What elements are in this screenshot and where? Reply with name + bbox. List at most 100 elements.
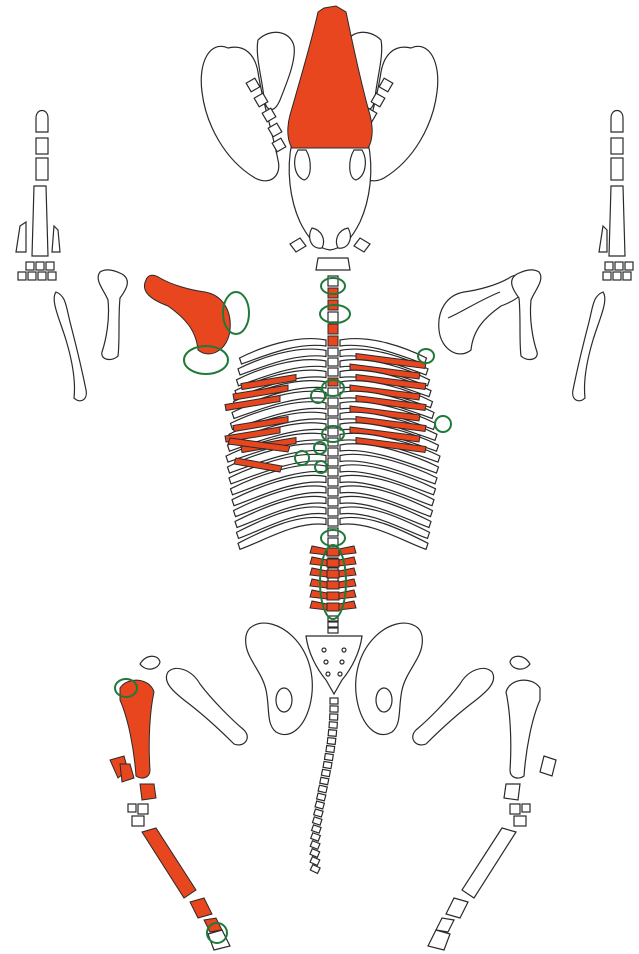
caudal-vertebra xyxy=(328,730,336,737)
tarsal-right-4 xyxy=(514,816,526,826)
obturator-right xyxy=(376,688,392,712)
caudal-vertebra xyxy=(311,833,321,841)
caudal-vertebra xyxy=(330,706,338,712)
humerus-left xyxy=(98,270,127,360)
forelimb-left xyxy=(16,111,230,401)
lumbar-process-left xyxy=(310,557,327,566)
caudal-vertebra xyxy=(312,817,321,825)
caudal-vertebra xyxy=(325,753,334,760)
phalanx-left-1 xyxy=(36,158,48,180)
tarsal-left-3 xyxy=(138,804,148,814)
lumbar-process-right xyxy=(339,590,356,599)
vertebra xyxy=(328,324,338,334)
radius-ulna-left xyxy=(54,292,86,401)
skull-group xyxy=(201,6,438,252)
scapula-right xyxy=(439,275,525,354)
lumbar-vertebra xyxy=(327,592,339,600)
vertebra xyxy=(328,488,338,496)
femur-right-alt xyxy=(413,668,494,744)
metacarpal-right-splint xyxy=(599,226,607,252)
vertebra xyxy=(328,448,338,456)
phalanx-right-2 xyxy=(436,918,454,932)
vertebra xyxy=(328,408,338,416)
phalanx-left-1-present xyxy=(190,898,212,918)
tibia-right-fragment xyxy=(540,756,556,776)
vertebra xyxy=(328,518,338,526)
lumbar-vertebra xyxy=(327,570,339,578)
vertebra xyxy=(328,312,338,322)
tarsal-right-2 xyxy=(522,804,530,812)
vertebra xyxy=(328,622,338,627)
caudal-vertebra xyxy=(310,841,320,850)
caudal-vertebra xyxy=(310,865,320,874)
lumbar-process-right xyxy=(339,568,356,577)
phalanx-right-3 xyxy=(428,930,450,950)
vertebra xyxy=(328,358,338,366)
caudal-vertebra xyxy=(321,769,330,776)
caudal-vertebra xyxy=(326,746,335,753)
caudal-vertebra xyxy=(327,738,336,745)
lumbar-process-left xyxy=(310,590,327,599)
tarsal-right-1 xyxy=(504,784,520,800)
metatarsal-right xyxy=(462,828,516,898)
tarsal-left-2 xyxy=(128,804,136,812)
lumbar-vertebra xyxy=(327,559,339,567)
lumbar-vertebra xyxy=(327,603,339,611)
lumbar-process-right xyxy=(339,579,356,588)
caudal-vertebra xyxy=(330,714,338,720)
hindlimb-right xyxy=(413,656,556,950)
phalanx-left-2 xyxy=(36,138,48,154)
metacarpal-left-splint-1 xyxy=(16,222,26,252)
metacarpal-right xyxy=(609,186,625,256)
metatarsal-left-present xyxy=(142,828,196,898)
scapula-left-present xyxy=(144,275,230,354)
sacrum xyxy=(306,636,362,694)
radius-ulna-right xyxy=(573,292,605,401)
caudal-vertebra xyxy=(314,809,323,817)
phalanx-right-3 xyxy=(611,111,623,133)
phalanx-right-2 xyxy=(611,138,623,154)
phalanx-right-1 xyxy=(446,898,468,918)
tarsal-left-1 xyxy=(140,784,156,800)
patella-right xyxy=(510,656,530,669)
lumbar-vertebra xyxy=(327,581,339,589)
tibia-left-present xyxy=(120,764,134,782)
caudal-vertebra xyxy=(330,698,338,704)
tarsal-right-3 xyxy=(510,804,520,814)
femur-left-alt xyxy=(166,668,247,744)
lumbar-process-left xyxy=(310,568,327,577)
caudal-vertebra xyxy=(329,722,337,728)
atlas xyxy=(316,258,350,270)
caudal-vertebra xyxy=(320,777,329,785)
pelvis-right xyxy=(356,623,423,734)
hyoid-right xyxy=(354,238,370,252)
vertebra xyxy=(328,348,338,356)
obturator-left xyxy=(276,688,292,712)
patella-left xyxy=(140,656,160,669)
carpals-left xyxy=(18,262,56,280)
vertebra xyxy=(328,498,338,506)
caudal-vertebra xyxy=(315,801,324,809)
mark-rib-right-2 xyxy=(435,416,451,432)
femur-right xyxy=(506,680,540,778)
caudal-vertebra xyxy=(323,761,332,768)
vertebra xyxy=(328,468,338,476)
lumbar-process-right xyxy=(339,557,356,566)
caudal-vertebra xyxy=(318,785,327,793)
pelvis-left xyxy=(246,623,313,734)
caudal-vertebra xyxy=(317,793,326,801)
vertebra xyxy=(328,336,338,346)
metacarpal-left xyxy=(32,186,48,256)
phalanx-left-3 xyxy=(36,111,48,133)
vertebra xyxy=(328,398,338,406)
caudal-vertebra xyxy=(310,849,320,858)
vertebra xyxy=(328,428,338,436)
vertebra xyxy=(328,418,338,426)
forelimb-right xyxy=(439,111,633,401)
carpals-right xyxy=(603,262,633,280)
lumbar-process-left xyxy=(310,579,327,588)
vertebra xyxy=(328,478,338,486)
hyoid-left xyxy=(290,238,306,252)
tarsal-left-4 xyxy=(132,816,144,826)
